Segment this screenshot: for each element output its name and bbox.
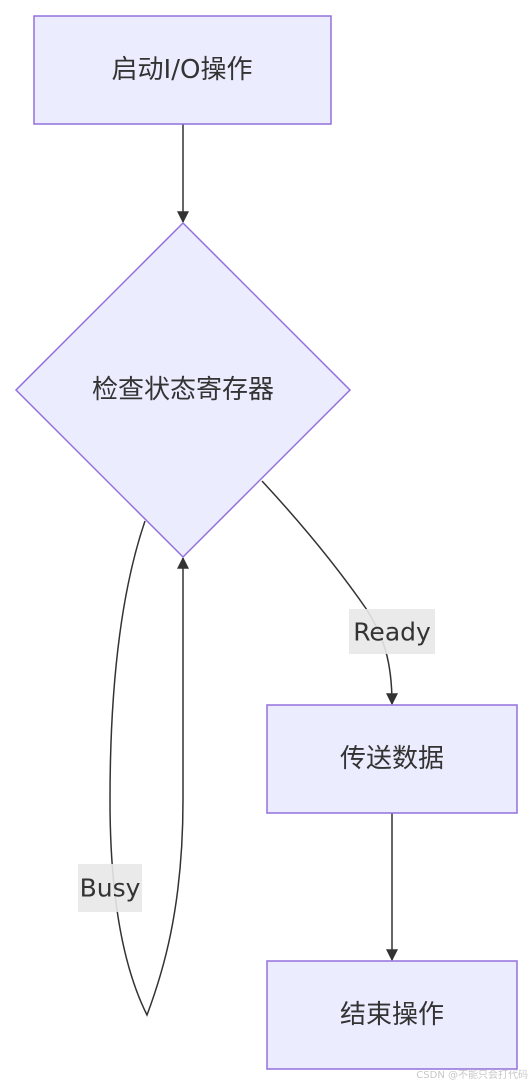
node-start-io-label: 启动I/O操作 [112,55,253,85]
edge-check-busy-loop: Busy [78,520,189,1017]
node-end-operation: 结束操作 [266,960,518,1070]
edge-check-ready: Ready [261,480,435,706]
node-check-status-register: 检查状态寄存器 [14,221,352,559]
node-send-data: 传送数据 [266,704,518,814]
node-end-operation-label: 结束操作 [340,1000,444,1030]
node-send-data-label: 传送数据 [340,744,444,774]
edge-label-ready-bg [349,609,435,654]
watermark: CSDN @不能只会打代码 [416,1070,528,1081]
node-start-io: 启动I/O操作 [33,15,332,125]
node-check-status-register-label: 检查状态寄存器 [92,375,274,405]
edge-label-ready: Ready [353,618,431,647]
edge-label-busy: Busy [80,874,141,903]
edge-label-busy-bg [78,864,142,912]
